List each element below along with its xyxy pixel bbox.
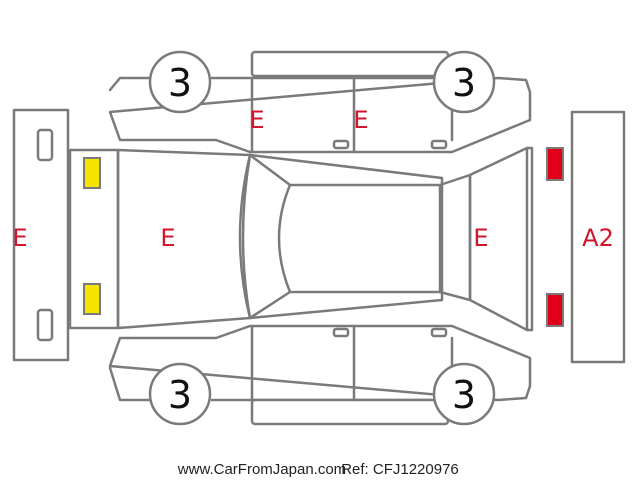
front-bumper-vent-bottom: [36, 308, 54, 342]
front-bumper: [12, 108, 70, 362]
rear-left-door-grade: E: [353, 106, 368, 134]
right-roof-rail: [250, 398, 450, 426]
tire-rear-left-value: 3: [452, 61, 476, 105]
tire-front-left-circle: [148, 50, 212, 114]
right-rear-handle: [430, 327, 448, 338]
trunk-grade: E: [473, 224, 488, 252]
front-left-door-grade: E: [249, 106, 264, 134]
left-rear-handle: [430, 139, 448, 150]
taillight-right: [546, 293, 564, 327]
footer-site: www.CarFromJapan.com: [177, 461, 346, 478]
footer-ref: Ref: CFJ1220976: [341, 461, 459, 478]
tire-front-right-circle: [148, 362, 212, 426]
left-roof-rail: [250, 50, 450, 78]
taillight-left: [546, 147, 564, 181]
rear-window: [438, 173, 472, 302]
hood-panel: [116, 148, 252, 330]
tire-front-right-value: 3: [168, 373, 192, 417]
tire-front-left-value: 3: [168, 61, 192, 105]
headlight-left: [83, 157, 101, 189]
rear-bumper: [570, 110, 626, 364]
hood-grade: E: [160, 224, 175, 252]
headlight-right: [83, 283, 101, 315]
roof-inner: [288, 183, 442, 294]
right-front-handle: [332, 327, 350, 338]
windshield: [248, 153, 292, 320]
tire-rear-right-circle: [432, 362, 496, 426]
tire-rear-right-value: 3: [452, 373, 476, 417]
tire-rear-left-circle: [432, 50, 496, 114]
rear-quarter-right: [525, 146, 534, 332]
roof-outline: [241, 153, 444, 320]
front-bumper-vent-top: [36, 128, 54, 162]
rear-bumper-grade: A2: [582, 224, 614, 252]
front-bumper-grade: E: [12, 224, 27, 252]
left-side-outline: [108, 76, 532, 154]
left-front-handle: [332, 139, 350, 150]
